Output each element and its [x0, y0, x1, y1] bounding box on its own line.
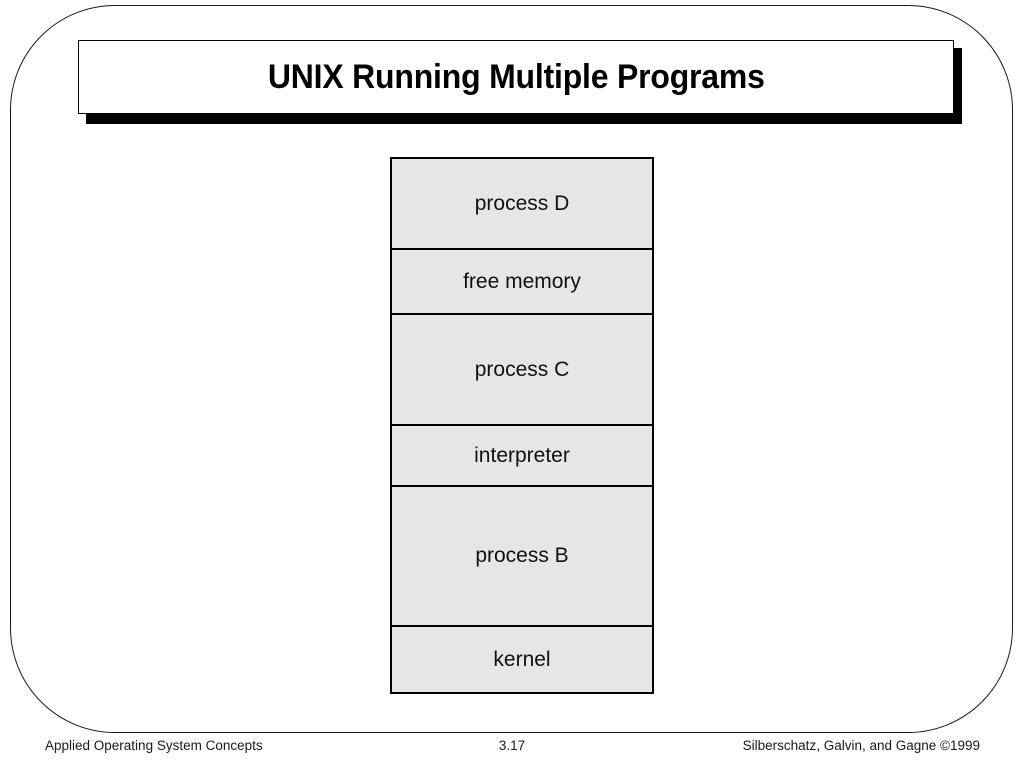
memory-block-label: free memory	[463, 269, 581, 293]
memory-block-label: interpreter	[474, 443, 570, 467]
memory-block: kernel	[392, 627, 652, 692]
footer-copyright: Silberschatz, Galvin, and Gagne ©1999	[742, 738, 980, 753]
memory-layout-diagram: process D free memory process C interpreter…	[390, 157, 654, 694]
footer-book-title: Applied Operating System Concepts	[45, 738, 263, 753]
memory-block: process C	[392, 315, 652, 426]
memory-block: interpreter	[392, 426, 652, 487]
memory-block: process D	[392, 159, 652, 250]
memory-block-label: process B	[475, 544, 569, 567]
memory-block-label: process C	[474, 357, 570, 381]
footer-page-number: 3.17	[498, 738, 526, 753]
title-banner: UNIX Running Multiple Programs	[78, 40, 954, 114]
memory-block-label: process D	[474, 191, 570, 215]
memory-block: free memory	[392, 250, 652, 315]
memory-block: process B	[392, 487, 652, 627]
page-title: UNIX Running Multiple Programs	[267, 57, 765, 96]
slide-frame	[10, 5, 1013, 733]
memory-block-label: kernel	[493, 647, 551, 671]
